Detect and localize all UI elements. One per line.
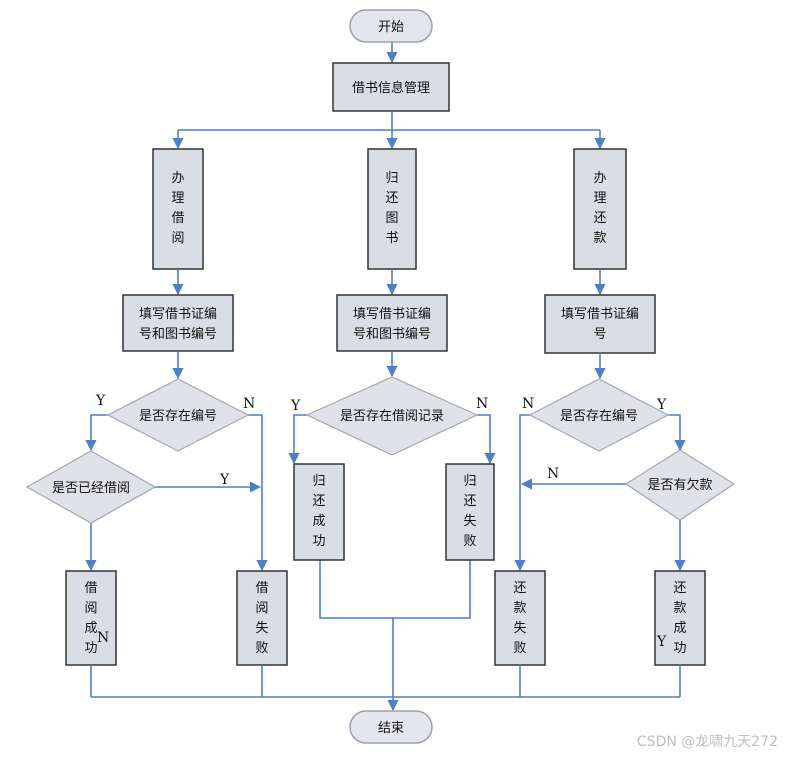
repay-success-node: 还 款 成 功 xyxy=(654,570,706,666)
end-label: 结束 xyxy=(378,721,404,736)
repay-fail-char: 失 xyxy=(513,621,526,636)
fill-return-line: 号和图书编号 xyxy=(353,327,431,342)
repay-success-char: 款 xyxy=(673,601,686,616)
repay-success-char: 还 xyxy=(673,581,686,596)
edge-label: Y xyxy=(95,393,106,409)
repay-fail-char: 还 xyxy=(513,581,526,596)
edge-labels: Y N Y N Y N N Y N Y xyxy=(95,393,667,650)
exists-id-right-label: 是否存在编号 xyxy=(560,409,638,424)
return-fail-char: 败 xyxy=(463,534,476,549)
borrow-fail-node: 借 阅 失 败 xyxy=(236,570,288,666)
start-label: 开始 xyxy=(378,20,404,35)
borrow-node: 办 理 借 阅 xyxy=(152,148,204,270)
borrow-success-char: 借 xyxy=(84,581,97,596)
return-fail-char: 失 xyxy=(463,514,476,529)
return-success-char: 归 xyxy=(312,474,325,489)
repay-char: 款 xyxy=(593,231,606,246)
borrow-success-char: 成 xyxy=(84,621,97,636)
borrow-fail-char: 借 xyxy=(255,581,268,596)
edge-label: Y xyxy=(290,398,301,414)
return-book-char: 书 xyxy=(385,231,398,246)
has-debt-label: 是否有欠款 xyxy=(647,477,712,493)
return-fail-char: 归 xyxy=(463,474,476,489)
borrow-fail-char: 失 xyxy=(255,621,268,636)
edge-label: Y xyxy=(656,634,667,650)
borrow-char: 理 xyxy=(171,191,184,206)
already-borrowed-decision: 是否已经借阅 xyxy=(25,450,157,524)
has-debt-decision: 是否有欠款 xyxy=(624,449,736,521)
manage-label: 借书信息管理 xyxy=(352,80,430,96)
borrow-fail-char: 阅 xyxy=(255,601,268,616)
return-fail-char: 还 xyxy=(463,494,476,509)
watermark: CSDN @龙啸九天272 xyxy=(637,734,778,750)
borrow-success-char: 阅 xyxy=(84,601,97,616)
repay-node: 办 理 还 款 xyxy=(573,148,627,270)
exists-id-left-label: 是否存在编号 xyxy=(139,409,217,424)
return-book-char: 图 xyxy=(385,211,398,226)
borrow-success-char: 功 xyxy=(84,641,97,656)
borrow-fail-char: 败 xyxy=(255,641,268,656)
fill-repay-node: 填写借书证编 号 xyxy=(544,294,656,354)
manage-node: 借书信息管理 xyxy=(332,62,450,112)
return-book-char: 还 xyxy=(385,191,398,206)
exists-id-left-decision: 是否存在编号 xyxy=(106,378,250,452)
repay-char: 理 xyxy=(593,191,606,206)
repay-fail-char: 败 xyxy=(513,641,526,656)
repay-char: 还 xyxy=(593,211,606,226)
fill-borrow-line: 号和图书编号 xyxy=(139,327,217,342)
return-fail-node: 归 还 失 败 xyxy=(445,463,495,561)
fill-return-node: 填写借书证编 号和图书编号 xyxy=(336,294,448,352)
fill-borrow-line: 填写借书证编 xyxy=(139,307,217,322)
return-success-char: 功 xyxy=(312,534,325,549)
edge-label: N xyxy=(547,466,559,482)
borrow-success-node: 借 阅 成 功 xyxy=(65,570,117,666)
repay-success-char: 成 xyxy=(673,621,686,636)
return-success-char: 还 xyxy=(312,494,325,509)
fill-borrow-node: 填写借书证编 号和图书编号 xyxy=(122,294,234,352)
connectors xyxy=(85,42,686,712)
borrow-char: 办 xyxy=(171,171,184,186)
already-borrowed-label: 是否已经借阅 xyxy=(52,481,130,496)
repay-success-char: 功 xyxy=(673,641,686,656)
repay-fail-char: 款 xyxy=(513,601,526,616)
return-book-char: 归 xyxy=(385,171,398,186)
return-book-node: 归 还 图 书 xyxy=(367,148,417,270)
fill-repay-line: 填写借书证编 xyxy=(561,307,639,322)
exists-record-decision: 是否存在借阅记录 xyxy=(305,376,479,456)
end-node: 结束 xyxy=(349,710,433,744)
start-node: 开始 xyxy=(349,9,433,43)
edge-label: N xyxy=(97,630,109,646)
edge-label: N xyxy=(476,396,488,412)
exists-id-right-decision: 是否存在编号 xyxy=(528,378,670,452)
edge-label: N xyxy=(522,396,534,412)
borrow-char: 阅 xyxy=(171,231,184,246)
edge-label: Y xyxy=(656,397,667,413)
fill-repay-line: 号 xyxy=(593,327,606,342)
return-success-char: 成 xyxy=(312,514,325,529)
edge-label: Y xyxy=(219,472,230,488)
fill-return-line: 填写借书证编 xyxy=(353,307,431,322)
repay-fail-node: 还 款 失 败 xyxy=(494,570,546,666)
repay-char: 办 xyxy=(593,171,606,186)
borrow-char: 借 xyxy=(171,211,184,226)
return-success-node: 归 还 成 功 xyxy=(293,463,345,561)
edge-label: N xyxy=(243,396,255,412)
exists-record-label: 是否存在借阅记录 xyxy=(340,409,444,424)
